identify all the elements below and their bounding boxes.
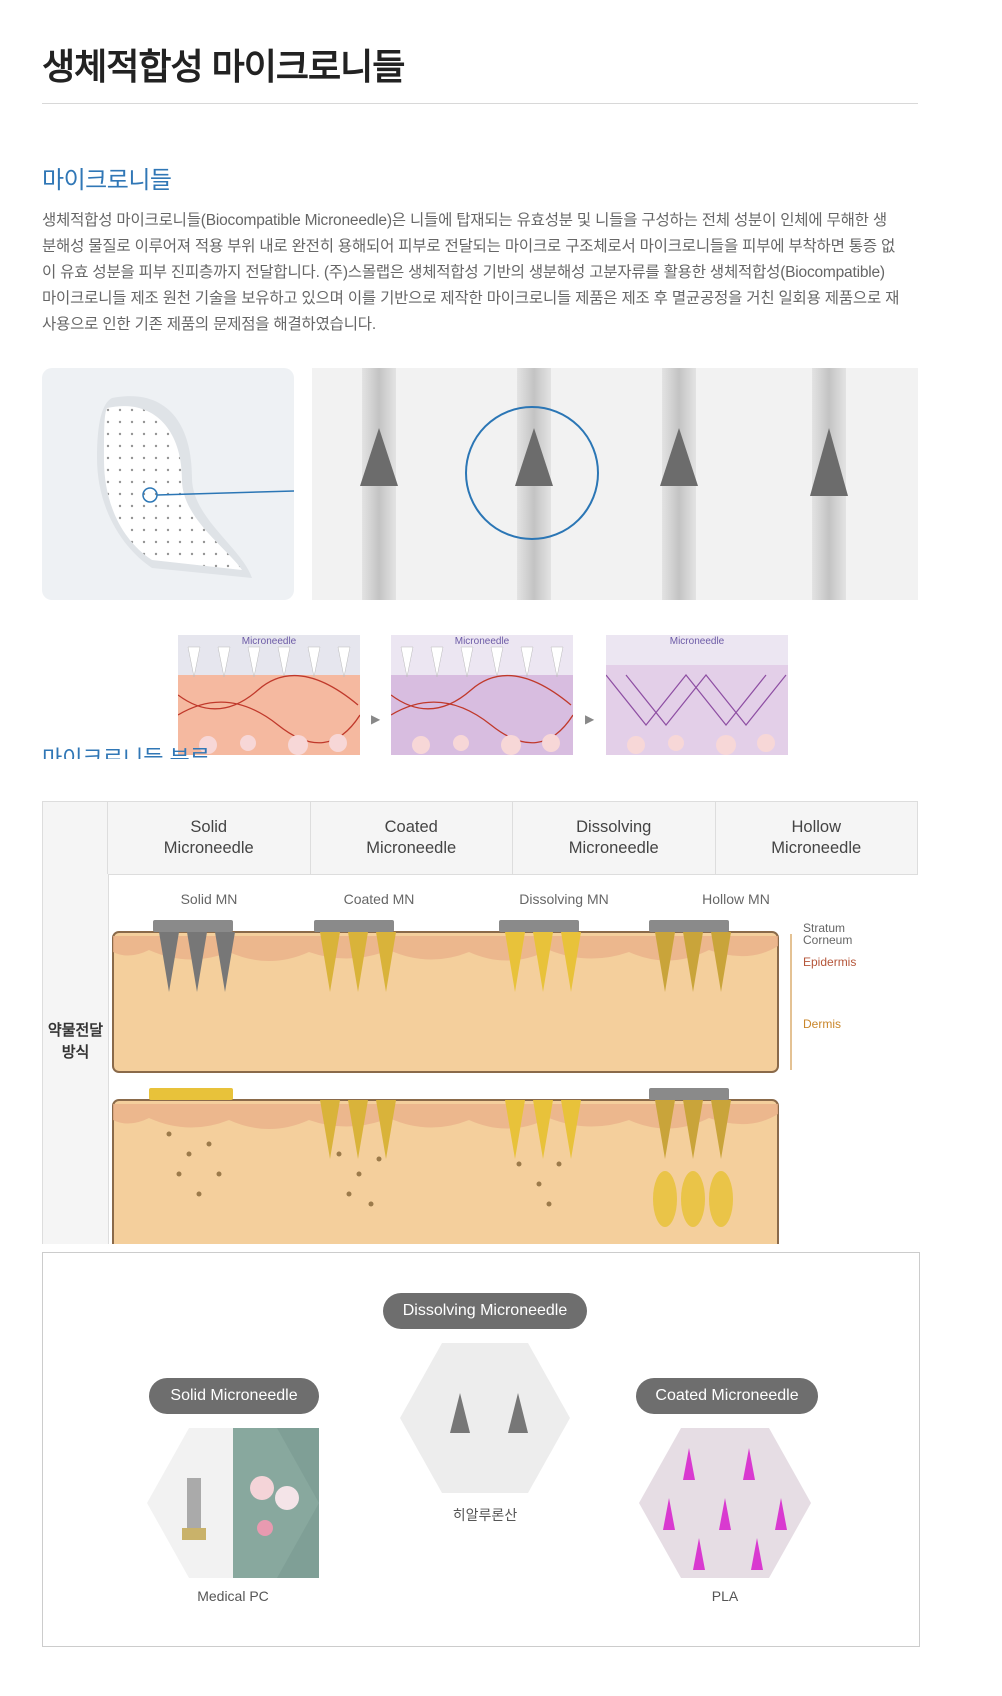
skin-layer-image-2: Microneedle <box>390 635 574 755</box>
coated-pill: Coated Microneedle <box>636 1378 818 1414</box>
material-showcase: Dissolving Microneedle 히알루론산 Solid Micro… <box>42 1252 920 1647</box>
intro-line: 생체적합성 마이크로니들(Biocompatible Microneedle)은… <box>42 212 887 229</box>
arrow-icon: ▶ <box>585 712 595 726</box>
intro-line: 이 유효 성분을 피부 진피층까지 전달합니다. (주)스몰랩은 생체적합성 기… <box>42 264 885 281</box>
solid-hex-image <box>147 1428 319 1578</box>
skin-layer-image-3: Microneedle <box>605 635 788 755</box>
intro-line: 사용으로 인한 기존 제품의 문제점을 해결하였습니다. <box>42 316 376 333</box>
dermis-label: Dermis <box>803 1017 841 1031</box>
corneum-label: Corneum <box>803 933 852 947</box>
layer-label: Microneedle <box>455 636 510 647</box>
table-corner <box>42 801 108 875</box>
patch-illustration <box>42 368 294 600</box>
intro-line: 분해성 물질로 이루어져 적용 부위 내로 완전히 용해되어 피부로 전달되는 … <box>42 238 896 255</box>
page-title: 생체적합성 마이크로니들 <box>42 46 405 87</box>
dissolving-hex-image <box>400 1343 570 1493</box>
layer-label: Microneedle <box>670 636 725 647</box>
solid-caption: Medical PC <box>197 1588 269 1604</box>
coated-caption: PLA <box>711 1588 739 1604</box>
skin-layer-image-1: Microneedle <box>177 635 361 755</box>
clipped-heading: 마이크로니들 분류 <box>42 746 211 759</box>
stratum-label: Stratum <box>803 921 845 935</box>
mn-label: Solid MN <box>181 891 238 907</box>
section-title: 마이크로니들 <box>42 167 172 194</box>
delivery-diagram: Solid MN Coated MN Dissolving MN Hollow … <box>109 874 918 1244</box>
dissolving-caption: 히알루론산 <box>452 1507 518 1523</box>
row-label-cell <box>42 874 109 1244</box>
mn-label: Coated MN <box>344 891 415 907</box>
intro-paragraph: 생체적합성 마이크로니들(Biocompatible Microneedle)은… <box>42 208 922 338</box>
epidermis-label: Epidermis <box>803 955 856 969</box>
layer-label: Microneedle <box>242 636 297 647</box>
coated-hex-image <box>639 1428 811 1578</box>
title-divider <box>42 103 918 104</box>
solid-pill: Solid Microneedle <box>149 1378 319 1414</box>
dissolving-pill: Dissolving Microneedle <box>383 1293 587 1329</box>
mn-label: Hollow MN <box>702 891 770 907</box>
mn-label: Dissolving MN <box>519 891 608 907</box>
needle-photo <box>312 368 918 600</box>
arrow-icon: ▶ <box>371 712 381 726</box>
intro-line: 마이크로니들 제조 원천 기술을 보유하고 있으며 이를 기반으로 제작한 마이… <box>42 290 900 307</box>
